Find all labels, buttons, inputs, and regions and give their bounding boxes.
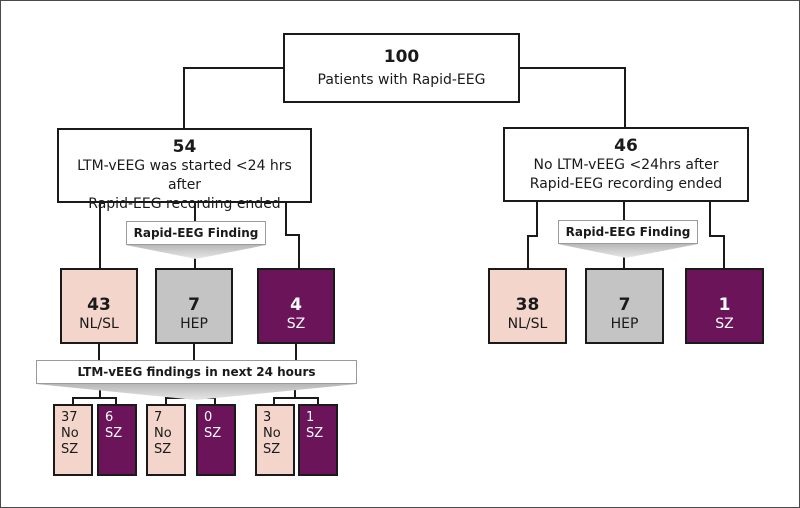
outcome-label: SZ	[105, 426, 123, 441]
outcome-count: 6	[105, 410, 114, 425]
left-group-hep: 7 HEP	[155, 268, 233, 344]
group-label: NL/SL	[507, 316, 548, 332]
root-count: 100	[383, 47, 420, 67]
group-count: 43	[87, 295, 111, 315]
outcome-count: 7	[154, 410, 163, 425]
right-group-hep: 7 HEP	[585, 268, 664, 344]
outcome-label: SZ	[263, 442, 281, 457]
group-count: 38	[515, 295, 540, 315]
finding-wedge-left	[126, 245, 266, 259]
group-label: NL/SL	[79, 316, 119, 332]
outcome-count: 37	[61, 410, 78, 425]
outcome-label: SZ	[306, 426, 324, 441]
outcome-hep-no-sz: 7 No SZ	[146, 404, 186, 476]
finding-wedge-right	[558, 244, 698, 258]
right-branch-count: 46	[614, 136, 638, 156]
right-group-sz: 1 SZ	[685, 268, 764, 344]
finding-tag-left: Rapid-EEG Finding	[126, 221, 266, 245]
outcome-label: No	[61, 426, 79, 441]
outcome-count: 1	[306, 410, 315, 425]
group-label: HEP	[180, 316, 208, 332]
outcome-sz-no-sz: 3 No SZ	[255, 404, 295, 476]
outcome-count: 0	[204, 410, 213, 425]
group-count: 4	[290, 295, 302, 315]
right-branch-line2: Rapid-EEG recording ended	[529, 176, 723, 192]
ltm-banner-wedge	[36, 384, 357, 400]
group-label: SZ	[286, 316, 306, 332]
group-count: 7	[188, 295, 200, 315]
right-group-nl-sl: 38 NL/SL	[488, 268, 567, 344]
outcome-label: SZ	[61, 442, 79, 457]
left-branch-node: 54 LTM-vEEG was started <24 hrs after Ra…	[57, 128, 312, 212]
group-label: SZ	[715, 316, 734, 332]
outcome-count: 3	[263, 410, 272, 425]
group-count: 7	[618, 295, 631, 315]
left-branch-line1: LTM-vEEG was started <24 hrs after	[77, 158, 292, 193]
outcome-label: SZ	[204, 426, 222, 441]
outcome-label: No	[263, 426, 281, 441]
left-branch-count: 54	[172, 137, 197, 157]
group-count: 1	[718, 295, 731, 315]
right-branch-line1: No LTM-vEEG <24hrs after	[533, 157, 719, 173]
outcome-label: SZ	[154, 442, 172, 457]
outcome-label: No	[154, 426, 172, 441]
outcome-hep-sz: 0 SZ	[196, 404, 236, 476]
left-group-nl-sl: 43 NL/SL	[60, 268, 138, 344]
left-branch-line2: Rapid-EEG recording ended	[88, 196, 281, 212]
root-node: 100 Patients with Rapid-EEG	[283, 33, 520, 103]
ltm-findings-banner: LTM-vEEG findings in next 24 hours	[36, 360, 357, 384]
finding-tag-right: Rapid-EEG Finding	[558, 220, 698, 244]
left-group-sz: 4 SZ	[257, 268, 335, 344]
outcome-nl-no-sz: 37 No SZ	[53, 404, 93, 476]
root-label: Patients with Rapid-EEG	[317, 72, 486, 88]
right-branch-node: 46 No LTM-vEEG <24hrs after Rapid-EEG re…	[503, 127, 749, 202]
outcome-nl-sz: 6 SZ	[97, 404, 137, 476]
group-label: HEP	[610, 316, 639, 332]
outcome-sz-sz: 1 SZ	[298, 404, 338, 476]
